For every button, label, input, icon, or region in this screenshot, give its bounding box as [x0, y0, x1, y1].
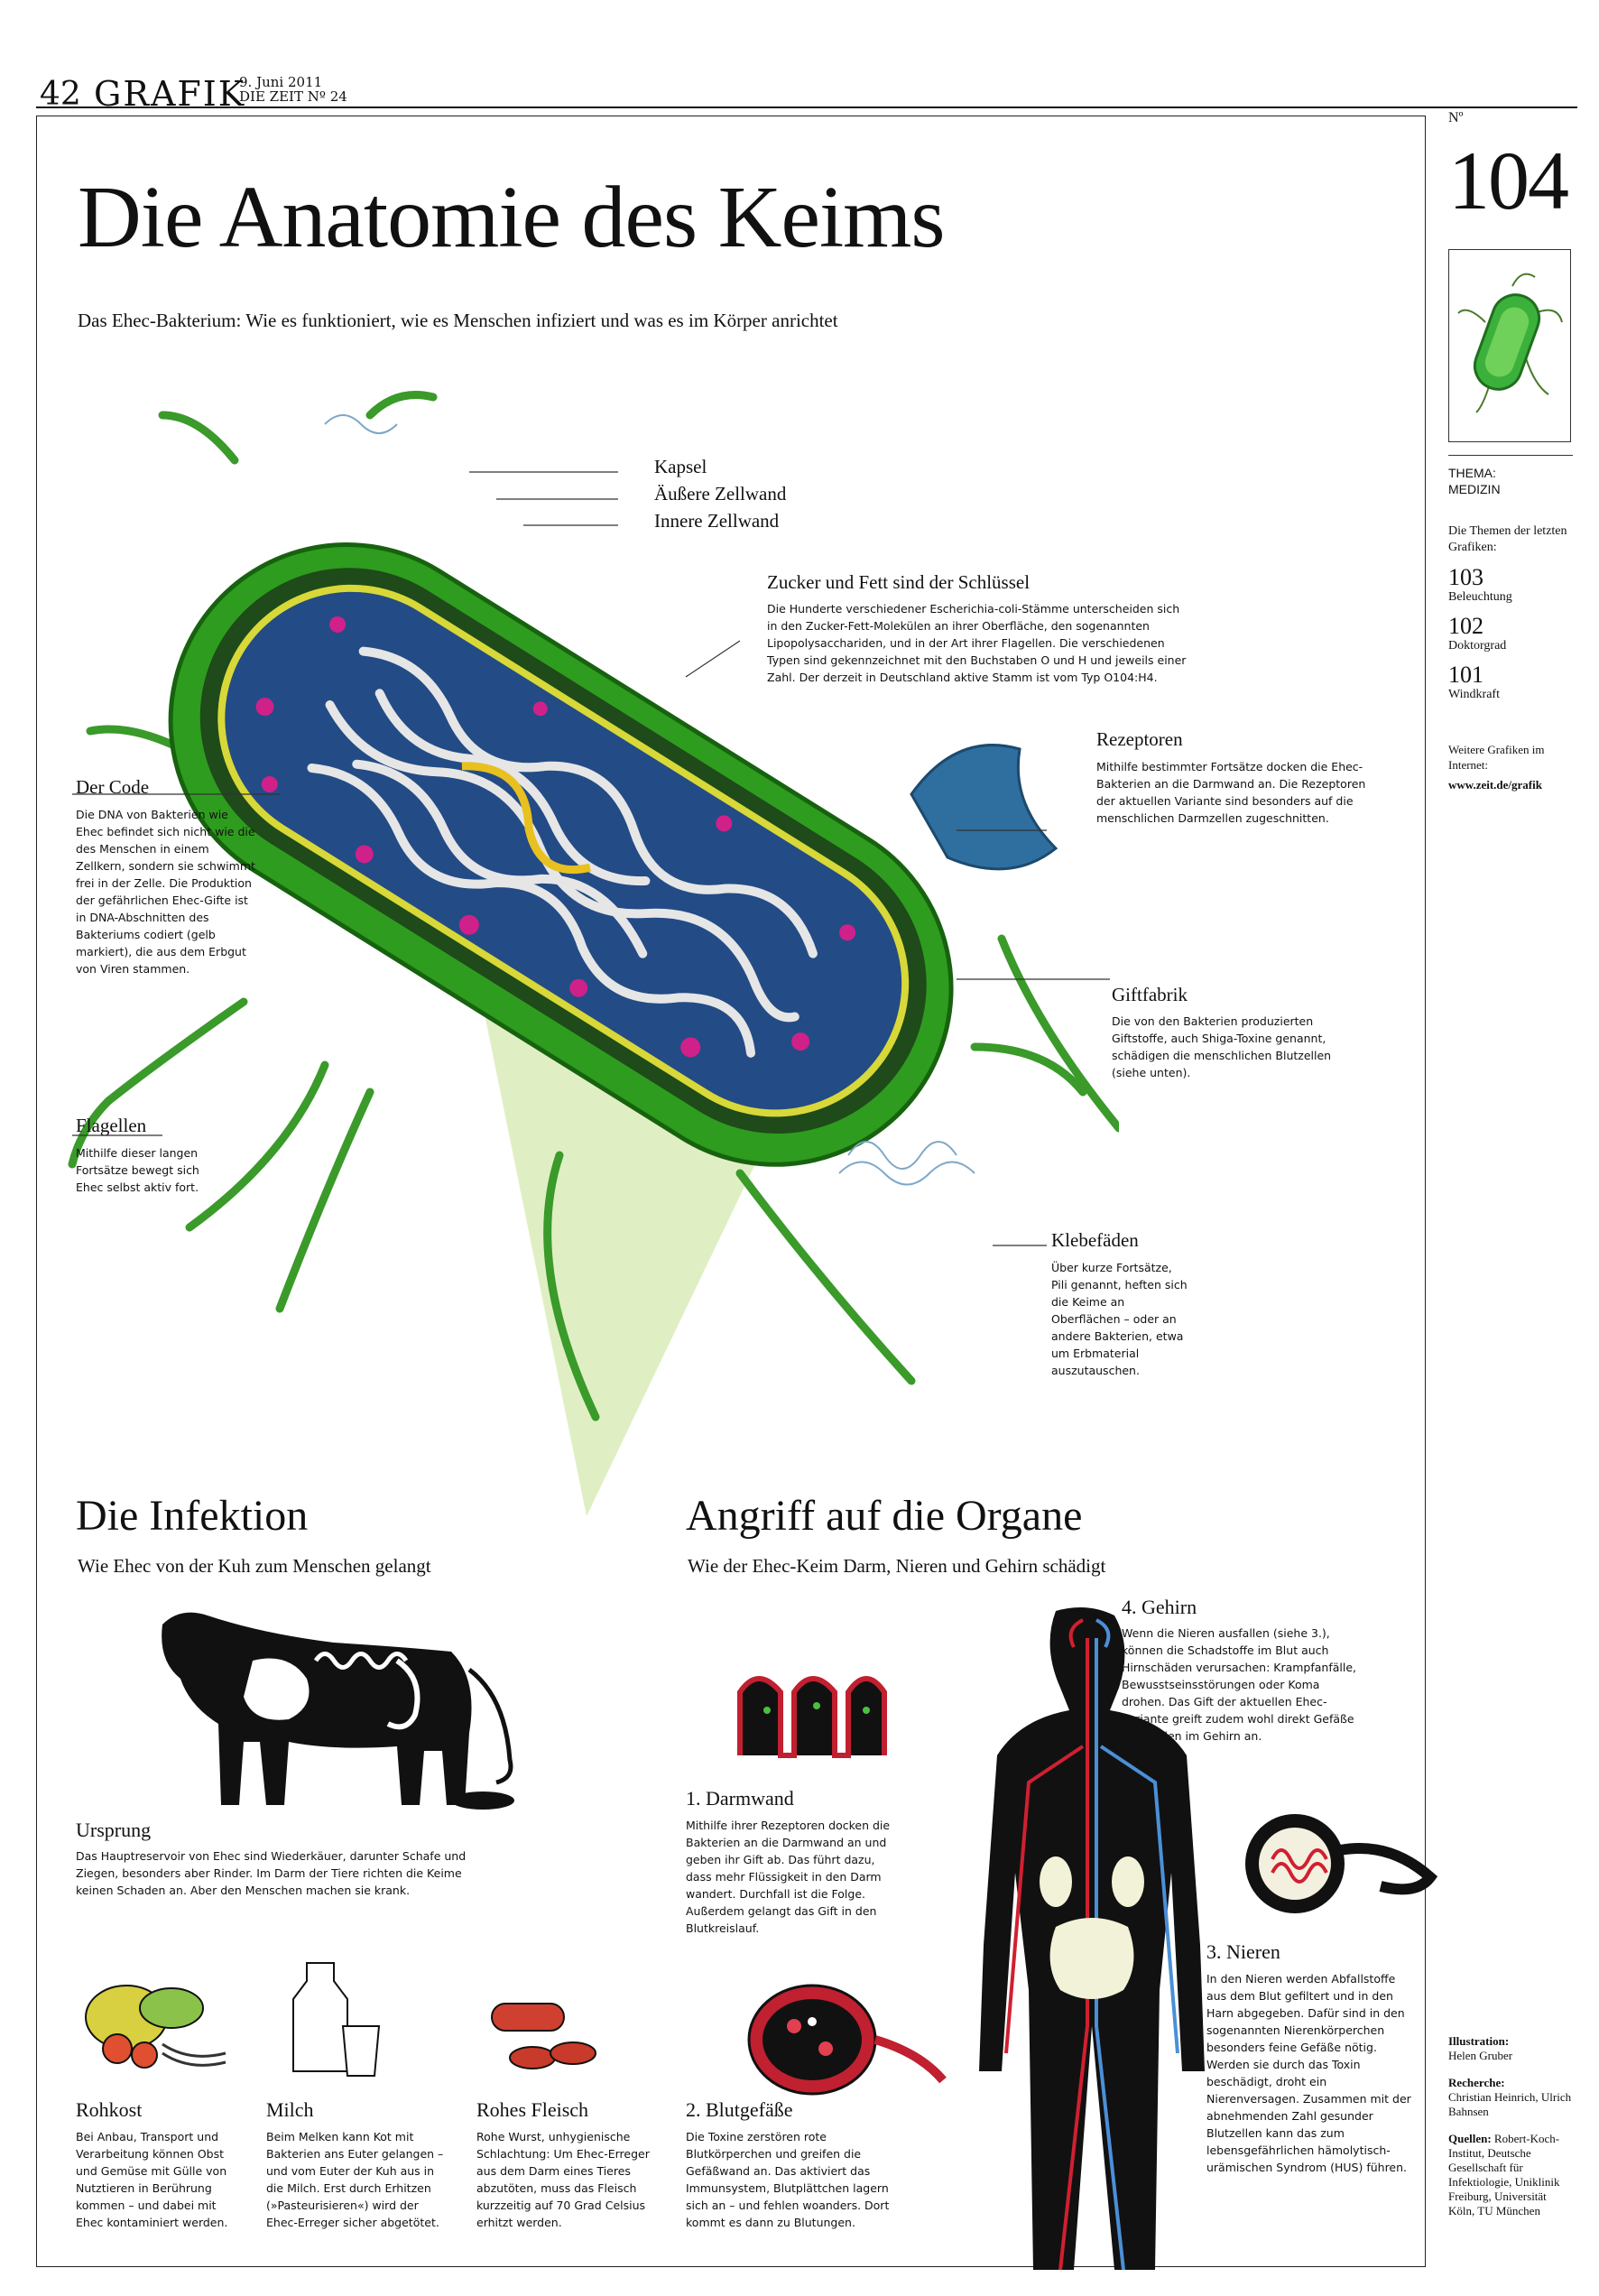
text-zucker: Die Hunderte verschiedener Escherichia-c… — [767, 602, 1187, 684]
text-milch: Beim Melken kann Kot mit Bakterien ans E… — [266, 2130, 444, 2229]
intestine — [1049, 1918, 1134, 1999]
recent-topic: Doktorgrad — [1448, 639, 1507, 653]
thumbnail — [1448, 249, 1571, 442]
infektion-subtitle: Wie Ehec von der Kuh zum Menschen gelang… — [78, 1555, 431, 1577]
text-rohkost: Bei Anbau, Transport und Verarbeitung kö… — [76, 2130, 228, 2229]
more-label: Weitere Grafiken im Internet: — [1448, 743, 1545, 772]
flagella — [68, 391, 1119, 1421]
label-flagellen: Flagellen — [76, 1115, 147, 1136]
text-code: Die DNA von Bakterien wie Ehec befindet … — [76, 808, 255, 976]
recent-number: 102 — [1448, 613, 1483, 639]
label-milch: Milch — [266, 2098, 314, 2121]
leader-lines — [72, 471, 1110, 1246]
organe-subtitle: Wie der Ehec-Keim Darm, Nieren und Gehir… — [688, 1555, 1106, 1577]
text-nieren: In den Nieren werden Abfallstoffe aus de… — [1206, 1972, 1411, 2174]
label-giftfabrik: Giftfabrik — [1112, 984, 1188, 1005]
more-link[interactable]: www.zeit.de/grafik — [1448, 778, 1542, 792]
thema-block: THEMA: MEDIZIN — [1448, 465, 1501, 497]
kidney-nephron-icon — [1245, 1814, 1438, 1913]
intestine-wall-icon — [737, 1676, 887, 1758]
cow-illustration — [162, 1612, 514, 1810]
text-flagellen: Mithilfe dieser langen Fortsätze bewegt … — [76, 1146, 199, 1194]
credit-sources: Quellen: Robert-Koch-Institut, Deutsche … — [1448, 2132, 1560, 2217]
text-ursprung: Das Hauptreservoir von Ehec sind Wiederk… — [76, 1849, 467, 1897]
credit-text: Helen Gruber — [1448, 2049, 1513, 2062]
recent-number: 103 — [1448, 564, 1483, 590]
recent-label: Die Themen der letzten Grafiken: — [1448, 524, 1567, 554]
label-blutgefaesse: 2. Blutgefäße — [686, 2098, 793, 2121]
number-label: Nº — [1448, 110, 1464, 125]
bacterium-illustration — [68, 391, 1119, 1516]
dna-tangle — [307, 646, 818, 1058]
text-darmwand: Mithilfe ihrer Rezeptoren docken die Bak… — [686, 1819, 891, 1935]
text-rezeptoren: Mithilfe bestimmter Fortsätze docken die… — [1096, 760, 1366, 825]
text-rohes-fleisch: Rohe Wurst, unhygienische Schlachtung: U… — [476, 2130, 650, 2229]
blood-vessel-icon — [747, 1984, 947, 2096]
bacterium-thumbnail-icon — [1457, 273, 1563, 413]
text-blutgefaesse: Die Toxine zerstören rote Blutkörperchen… — [686, 2130, 890, 2229]
thema-label: THEMA: — [1448, 466, 1496, 480]
credit-text: Christian Heinrich, Ulrich Bahnsen — [1448, 2090, 1572, 2118]
recent-topic: Beleuchtung — [1448, 590, 1512, 604]
milk-icon — [292, 1962, 381, 2077]
dung-icon — [451, 1791, 514, 1810]
credit-label: Recherche: — [1448, 2076, 1505, 2089]
label-klebefaeden: Klebefäden — [1051, 1229, 1139, 1251]
label-rohkost: Rohkost — [76, 2098, 143, 2121]
label-kapsel: Kapsel — [654, 456, 707, 477]
recent-list: 103 Beleuchtung 102 Doktorgrad 101 Windk… — [1448, 565, 1573, 702]
thema-value: MEDIZIN — [1448, 482, 1501, 496]
text-gehirn: Wenn die Nieren ausfallen (siehe 3.), kö… — [1122, 1626, 1357, 1743]
label-gehirn: 4. Gehirn — [1122, 1596, 1197, 1618]
kidney-right — [1112, 1856, 1144, 1907]
label-darmwand: 1. Darmwand — [686, 1787, 794, 1810]
sausage-icon — [491, 2003, 596, 2069]
credit-label: Illustration: — [1448, 2034, 1510, 2048]
header-rule — [36, 106, 1577, 108]
label-nieren: 3. Nieren — [1206, 1940, 1280, 1963]
graphic-frame — [36, 116, 1426, 2267]
label-innere-zellwand: Innere Zellwand — [654, 510, 780, 532]
kidney-left — [1040, 1856, 1072, 1907]
label-code: Der Code — [76, 776, 150, 798]
label-zucker: Zucker und Fett sind der Schlüssel — [767, 571, 1031, 593]
infektion-title: Die Infektion — [76, 1492, 309, 1540]
label-ursprung: Ursprung — [76, 1819, 152, 1841]
recent-number: 101 — [1448, 662, 1483, 688]
graphic-number: 104 — [1448, 134, 1569, 227]
page-subtitle: Das Ehec-Bakterium: Wie es funktioniert,… — [78, 310, 838, 331]
issue-paper: DIE ZEIT Nº 24 — [239, 88, 347, 105]
toxin-particles — [255, 616, 856, 1058]
label-rohes-fleisch: Rohes Fleisch — [476, 2098, 589, 2121]
organe-title: Angriff auf die Organe — [686, 1492, 1083, 1540]
human-body-illustration — [979, 1607, 1205, 2271]
cow-icon — [162, 1612, 472, 1805]
recent-topic: Windkraft — [1448, 688, 1500, 701]
vegetables-icon — [85, 1985, 226, 2069]
receptor-shape — [910, 744, 1058, 871]
sidebar-rule — [1448, 455, 1573, 456]
text-klebefaeden: Über kurze Fortsätze, Pili genannt, heft… — [1051, 1261, 1188, 1377]
label-aeussere-zellwand: Äußere Zellwand — [654, 483, 787, 505]
issue-info: 9. Juni 2011 DIE ZEIT Nº 24 — [239, 75, 347, 104]
credits: Illustration: Helen Gruber Recherche: Ch… — [1448, 2034, 1575, 2218]
issue-date: 9. Juni 2011 — [239, 74, 323, 90]
blood-vessels — [1004, 1618, 1179, 2271]
pili — [324, 414, 975, 1186]
text-giftfabrik: Die von den Bakterien produzierten Gifts… — [1112, 1014, 1332, 1079]
label-rezeptoren: Rezeptoren — [1096, 728, 1183, 750]
toxin-dna — [461, 762, 591, 875]
page-title: Die Anatomie des Keims — [78, 169, 946, 266]
